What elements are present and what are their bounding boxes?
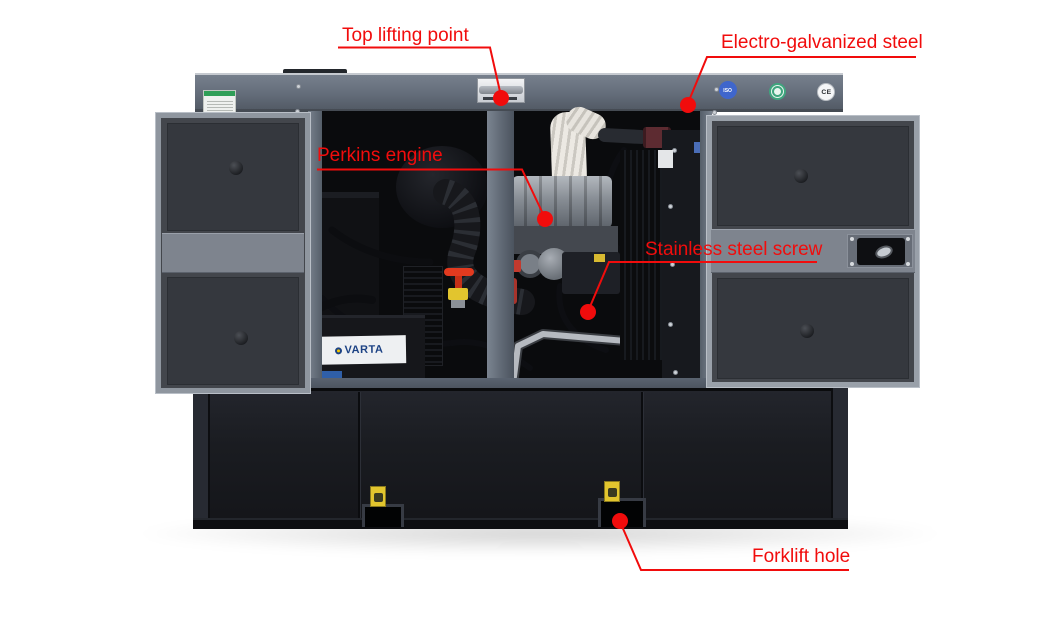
green-cert-badge <box>769 83 786 100</box>
radiator-grille <box>620 150 662 360</box>
battery-blue-strip <box>312 371 342 379</box>
base-fuel-tank <box>193 388 848 528</box>
iso-badge-text: ISO <box>723 87 733 93</box>
left-door-band <box>162 233 304 273</box>
base-seam <box>641 392 644 519</box>
cable <box>328 226 434 266</box>
red-cap <box>512 260 521 272</box>
left-door-knob <box>229 161 243 175</box>
forklift-warning-sticker <box>370 486 386 507</box>
roof-screw <box>296 84 301 89</box>
forklift-warning-sticker <box>604 481 620 502</box>
engine-valve-cover-ribs <box>512 176 612 228</box>
annotation-electro-galvanized-steel: Electro-galvanized steel <box>721 32 923 53</box>
blue-sticker <box>694 142 703 153</box>
yellow-tag <box>594 254 605 262</box>
lock-screw <box>850 237 854 241</box>
left-door-top-panel <box>167 123 299 231</box>
lifting-point-slot <box>501 97 517 100</box>
battery-label: VARTA <box>311 335 407 365</box>
base-seam <box>358 392 361 519</box>
exhaust-outlet-pipe <box>597 127 649 145</box>
roof-screw <box>712 110 717 115</box>
lifting-point-bar <box>479 86 523 94</box>
forklift-pocket-right <box>598 498 646 527</box>
fuel-valve-stem <box>455 276 462 289</box>
right-door-knob <box>800 324 814 338</box>
cable <box>556 283 609 353</box>
battery-brand: VARTA <box>344 343 384 357</box>
right-door-top-panel <box>717 126 909 226</box>
panel-screw <box>670 262 675 267</box>
left-door <box>155 112 311 394</box>
spec-label-sticker <box>203 90 236 115</box>
annotation-perkins-engine: Perkins engine <box>317 145 443 166</box>
annotation-top-lifting-point: Top lifting point <box>342 25 469 46</box>
annotation-stainless-steel-screw: Stainless steel screw <box>645 239 823 260</box>
engine-info-label <box>658 150 673 168</box>
panel-screw <box>673 370 678 375</box>
panel-screw <box>668 204 673 209</box>
annotation-forklift-hole: Forklift hole <box>752 546 851 567</box>
fuel-valve-handle <box>444 268 474 276</box>
forklift-pocket-left <box>362 504 404 527</box>
fuel-valve-body <box>448 288 468 300</box>
right-door-knob <box>794 169 808 183</box>
lock-screw <box>850 262 854 266</box>
right-door <box>706 115 920 388</box>
battery-logo-icon <box>334 346 342 354</box>
fuel-valve-base <box>451 300 465 308</box>
base-corner-right <box>831 388 848 528</box>
ce-badge-text: CE <box>820 88 832 96</box>
left-door-knob <box>234 331 248 345</box>
lock-screw <box>906 237 910 241</box>
base-corner-left <box>193 388 210 528</box>
lock-screw <box>906 262 910 266</box>
iso-badge: ISO <box>719 81 737 99</box>
base-bottom-rail <box>193 518 848 529</box>
ce-badge: CE <box>817 83 835 101</box>
engine-head <box>508 226 618 254</box>
lifting-point-slot <box>483 97 495 100</box>
injection-pump <box>562 252 620 294</box>
center-pillar <box>487 111 514 383</box>
panel-screw <box>668 322 673 327</box>
left-door-bottom-panel <box>167 277 299 385</box>
